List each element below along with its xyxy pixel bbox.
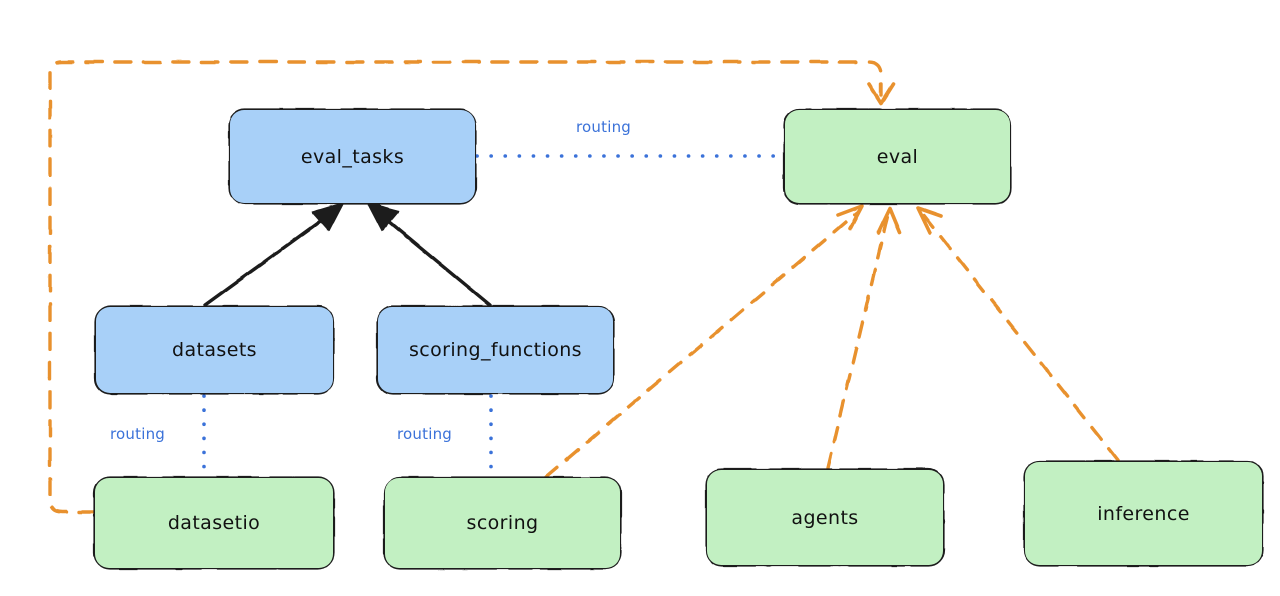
node-inference[interactable]: inference [1025, 462, 1262, 565]
node-label-agents: agents [791, 506, 859, 529]
edge-scoring-functions-eval-tasks [367, 202, 492, 307]
edge-label-routing-datasets-datasetio: routing [110, 425, 165, 443]
node-datasets[interactable]: datasets [96, 307, 333, 393]
edge-inference-eval [916, 206, 1120, 462]
node-scoring[interactable]: scoring [385, 478, 620, 568]
node-label-datasets: datasets [172, 339, 257, 361]
node-eval-tasks[interactable]: eval_tasks [230, 110, 475, 203]
node-label-datasetio: datasetio [167, 512, 261, 534]
node-eval[interactable]: eval [785, 110, 1010, 203]
edge-scoring-eval [544, 204, 864, 479]
edge-label-routing-eval-tasks-eval: routing [576, 118, 631, 136]
node-label-scoring: scoring [466, 512, 539, 534]
node-agents[interactable]: agents [707, 470, 943, 565]
node-label-scoring-functions: scoring_functions [409, 339, 582, 361]
edge-label-routing-scoring-functions-scoring: routing [397, 425, 452, 443]
node-label-inference: inference [1097, 502, 1190, 525]
node-scoring-functions[interactable]: scoring_functions [378, 307, 613, 393]
node-label-eval: eval [876, 145, 919, 168]
node-datasetio[interactable]: datasetio [95, 478, 333, 568]
edge-agents-eval [826, 206, 902, 470]
edge-datasets-eval-tasks [203, 202, 344, 307]
node-label-eval-tasks: eval_tasks [300, 145, 405, 168]
edge-datasetio-eval [48, 60, 895, 514]
